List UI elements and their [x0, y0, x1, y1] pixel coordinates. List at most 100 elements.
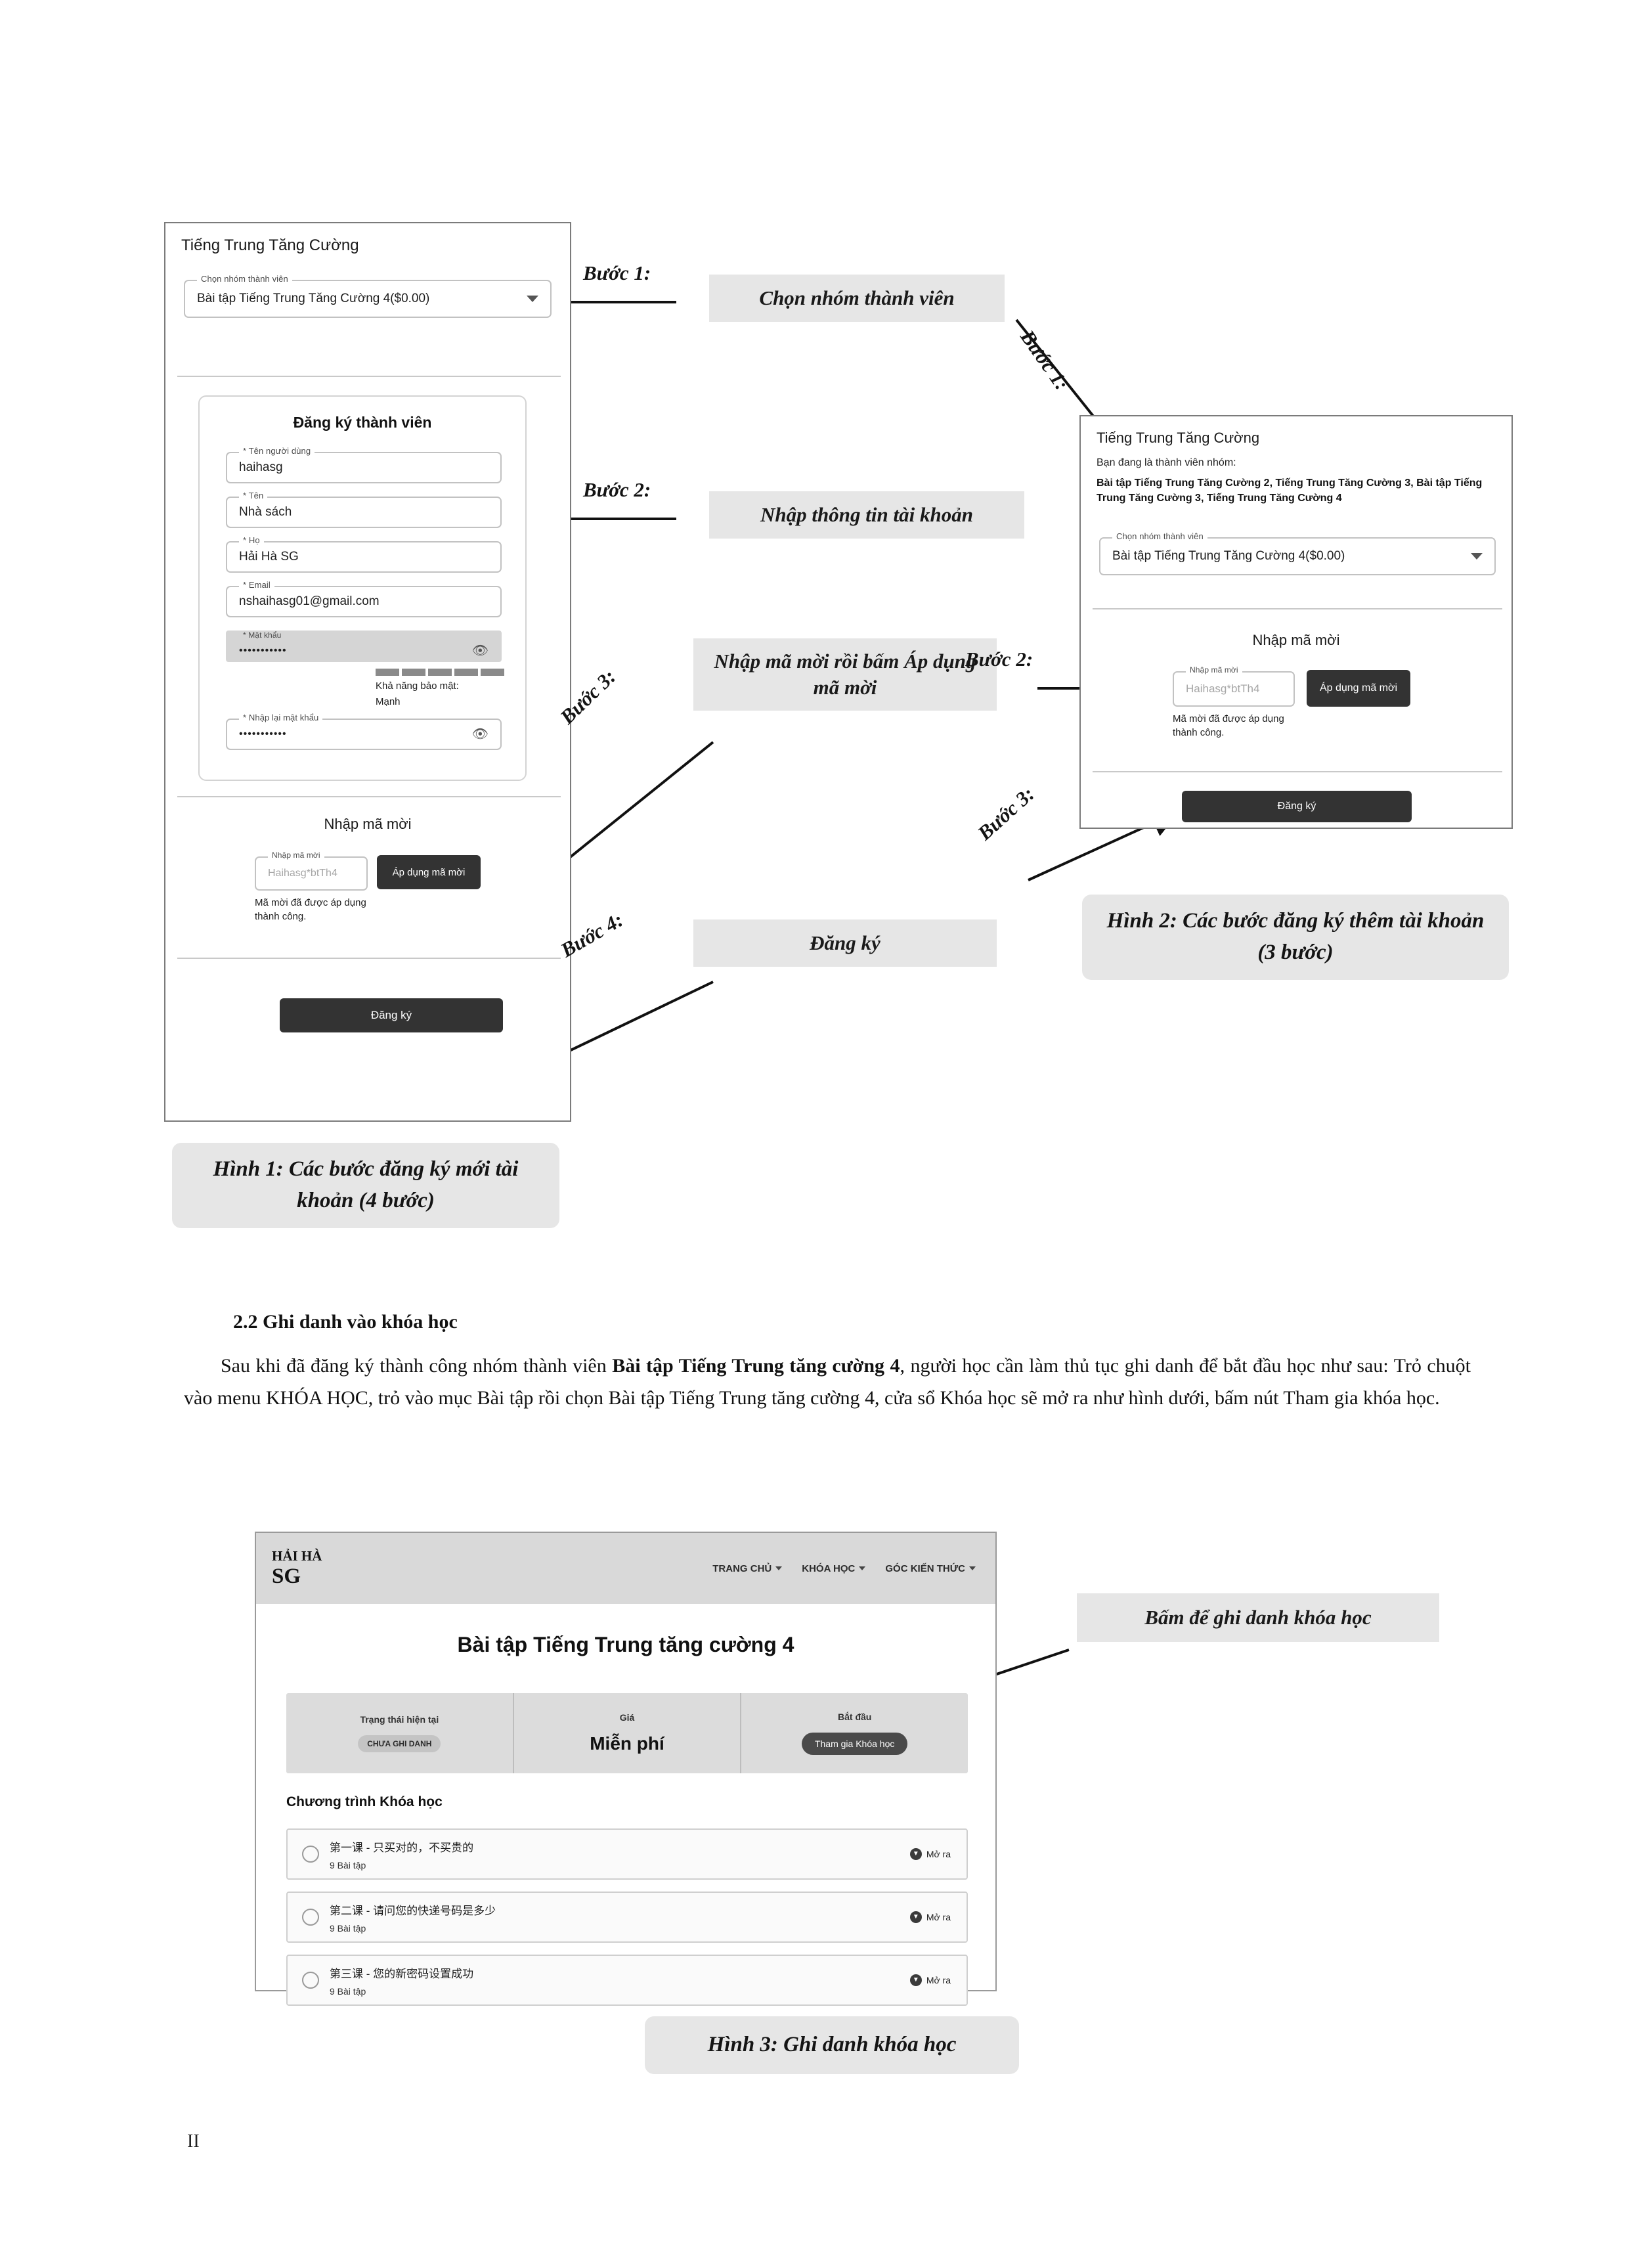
- nav-item-trang-chu[interactable]: TRANG CHỦ: [712, 1562, 783, 1574]
- figure1-invite-success-message: Mã mời đã được áp dụng thành công.: [255, 897, 366, 922]
- figure1-field-password-confirm-label: * Nhập lại mật khẩu: [239, 713, 323, 722]
- step-2-label: Bước 2:: [583, 478, 651, 501]
- figure2-invite-input-placeholder: Haihasg*btTh4: [1186, 682, 1260, 695]
- stat-start: Bắt đầu Tham gia Khóa học: [740, 1693, 968, 1773]
- page-number: II: [187, 2131, 200, 2152]
- figure1-invite-input-label: Nhập mã mời: [268, 851, 324, 860]
- figure2-invite-input[interactable]: Nhập mã mời Haihasg*btTh4: [1173, 665, 1295, 707]
- figure1-field-password-label: * Mật khẩu: [243, 631, 282, 640]
- figure2-membership-intro: Bạn đang là thành viên nhóm:: [1097, 457, 1236, 468]
- stat-price-value: Miễn phí: [590, 1733, 664, 1754]
- figure1-signup-card: Đăng ký thành viên * Tên người dùng haih…: [198, 395, 527, 781]
- figure1-field-email[interactable]: * Email nshaihasg01@gmail.com: [226, 580, 502, 617]
- lesson-expand-toggle[interactable]: ▼ Mở ra: [909, 1974, 951, 1986]
- paragraph-part-1: Sau khi đã đăng ký thành công nhóm thành…: [221, 1355, 613, 1377]
- figure1-field-lastname-value: Hải Hà SG: [239, 550, 299, 564]
- figure1-group-select-label: Chọn nhóm thành viên: [197, 274, 292, 284]
- figure1-header-section: Tiếng Trung Tăng Cường Chọn nhóm thành v…: [165, 223, 570, 376]
- figure1-field-firstname-label: * Tên: [239, 491, 268, 500]
- figure3-course-title: Bài tập Tiếng Trung tăng cường 4: [457, 1633, 794, 1656]
- figure1-invite-input[interactable]: Nhập mã mời Haihasg*btTh4: [255, 851, 368, 891]
- lesson-expand-toggle[interactable]: ▼ Mở ra: [909, 1911, 951, 1923]
- step-4-callout: Đăng ký: [693, 919, 997, 967]
- figure2-submit-button[interactable]: Đăng ký: [1182, 791, 1412, 822]
- lesson-subtitle: 9 Bài tập: [330, 1922, 366, 1934]
- lesson-row[interactable]: 第一课 - 只买对的，不买贵的 9 Bài tập ▼ Mở ra: [286, 1828, 968, 1880]
- figure3-caption: Hình 3: Ghi danh khóa học: [645, 2016, 1019, 2074]
- figure1-field-password[interactable]: * Mật khẩu ••••••••••• 👁: [226, 631, 502, 662]
- lesson-row[interactable]: 第二课 - 请问您的快递号码是多少 9 Bài tập ▼ Mở ra: [286, 1892, 968, 1943]
- lesson-subtitle: 9 Bài tập: [330, 1859, 366, 1871]
- status-badge: CHƯA GHI DANH: [358, 1735, 441, 1752]
- figure1-app-title: Tiếng Trung Tăng Cường: [181, 236, 359, 254]
- lesson-title: 第二课 - 请问您的快递号码是多少: [330, 1904, 496, 1917]
- nav-item-khoa-hoc[interactable]: KHÓA HỌC: [802, 1562, 866, 1574]
- chevron-down-circle-icon: ▼: [909, 1911, 922, 1923]
- figure1-field-password-confirm[interactable]: * Nhập lại mật khẩu ••••••••••• 👁: [226, 713, 502, 750]
- step-1-callout: Chọn nhóm thành viên: [709, 275, 1005, 322]
- figure2-screenshot: Tiếng Trung Tăng Cường Bạn đang là thành…: [1079, 415, 1513, 829]
- site-logo-line1: HẢI HÀ: [272, 1548, 322, 1564]
- lesson-expand-toggle[interactable]: ▼ Mở ra: [909, 1848, 951, 1860]
- figure1-divider-1: [177, 376, 561, 377]
- eye-icon[interactable]: 👁: [471, 644, 489, 658]
- figure1-field-password-value: •••••••••••: [239, 645, 287, 656]
- figure1-submit-button[interactable]: Đăng ký: [280, 998, 503, 1032]
- chevron-down-icon: [859, 1566, 866, 1570]
- lesson-row[interactable]: 第三课 - 您的新密码设置成功 9 Bài tập ▼ Mở ra: [286, 1955, 968, 2006]
- figure1-field-email-value: nshaihasg01@gmail.com: [239, 594, 380, 608]
- lesson-expand-label: Mở ra: [926, 1912, 951, 1922]
- figure1-signup-heading: Đăng ký thành viên: [293, 414, 432, 431]
- figure2-step-2-label: Bước 2:: [965, 648, 1033, 671]
- chevron-down-icon: [969, 1566, 976, 1570]
- step-2-callout: Nhập thông tin tài khoản: [709, 491, 1024, 539]
- figure1-field-lastname-label: * Họ: [239, 535, 264, 545]
- lesson-title: 第三课 - 您的新密码设置成功: [330, 1967, 474, 1980]
- figure1-caption: Hình 1: Các bước đăng ký mới tài khoản (…: [172, 1143, 559, 1228]
- lesson-expand-label: Mở ra: [926, 1849, 951, 1859]
- figure2-divider-1: [1093, 608, 1502, 609]
- figure1-apply-invite-button[interactable]: Áp dụng mã mời: [377, 855, 481, 889]
- figure2-divider-2: [1093, 771, 1502, 772]
- paragraph-bold-term: Bài tập Tiếng Trung tăng cường 4: [612, 1355, 900, 1377]
- paragraph-part-2: , người học cần làm thủ tục ghi danh để …: [184, 1355, 1471, 1409]
- figure2-group-select[interactable]: Chọn nhóm thành viên Bài tập Tiếng Trung…: [1099, 531, 1496, 575]
- site-navbar: HẢI HÀ SG TRANG CHỦ KHÓA HỌC GÓC KIẾN TH…: [256, 1533, 995, 1604]
- radio-icon[interactable]: [302, 1909, 319, 1926]
- chevron-down-circle-icon: ▼: [909, 1848, 922, 1860]
- nav-item-goc-kien-thuc-label: GÓC KIẾN THỨC: [885, 1562, 965, 1574]
- radio-icon[interactable]: [302, 1846, 319, 1863]
- site-logo-line2: SG: [272, 1564, 301, 1588]
- nav-item-trang-chu-label: TRANG CHỦ: [712, 1562, 772, 1574]
- figure1-field-username-value: haihasg: [239, 460, 283, 474]
- figure1-field-username[interactable]: * Tên người dùng haihasg: [226, 446, 502, 483]
- figure1-invite-heading: Nhập mã mời: [324, 816, 412, 832]
- enroll-callout: Bấm để ghi danh khóa học: [1077, 1593, 1439, 1642]
- lesson-subtitle: 9 Bài tập: [330, 1985, 366, 1997]
- radio-icon[interactable]: [302, 1972, 319, 1989]
- stat-start-header: Bắt đầu: [838, 1712, 872, 1722]
- body-paragraph: Sau khi đã đăng ký thành công nhóm thành…: [184, 1350, 1471, 1414]
- stat-status-header: Trạng thái hiện tại: [360, 1714, 439, 1725]
- figure3-screenshot: HẢI HÀ SG TRANG CHỦ KHÓA HỌC GÓC KIẾN TH…: [255, 1532, 997, 2006]
- section-heading: 2.2 Ghi danh vào khóa học: [233, 1311, 458, 1333]
- course-stats-bar: Trạng thái hiện tại CHƯA GHI DANH Giá Mi…: [286, 1693, 968, 1773]
- figure1-field-firstname[interactable]: * Tên Nhà sách: [226, 491, 502, 528]
- nav-item-khoa-hoc-label: KHÓA HỌC: [802, 1562, 856, 1574]
- figure2-apply-invite-button[interactable]: Áp dụng mã mời: [1307, 670, 1410, 707]
- lesson-expand-label: Mở ra: [926, 1975, 951, 1985]
- figure1-field-lastname[interactable]: * Họ Hải Hà SG: [226, 535, 502, 573]
- figure1-group-select[interactable]: Chọn nhóm thành viên Bài tập Tiếng Trung…: [184, 274, 552, 318]
- figure1-field-username-label: * Tên người dùng: [239, 446, 315, 456]
- eye-icon[interactable]: 👁: [471, 727, 489, 742]
- nav-item-goc-kien-thuc[interactable]: GÓC KIẾN THỨC: [885, 1563, 976, 1574]
- join-course-button[interactable]: Tham gia Khóa học: [801, 1733, 908, 1755]
- figure2-step-3-label: Bước 3:: [973, 782, 1039, 845]
- stat-price: Giá Miễn phí: [512, 1693, 741, 1773]
- figure1-field-password-confirm-value: •••••••••••: [239, 728, 287, 740]
- figure2-app-title: Tiếng Trung Tăng Cường: [1097, 430, 1260, 446]
- figure2-invite-heading: Nhập mã mời: [1252, 632, 1340, 648]
- figure2-step-1-label: Bước 1:: [1016, 326, 1074, 395]
- chevron-down-icon: [1471, 553, 1483, 560]
- figure1-divider-2: [177, 796, 561, 797]
